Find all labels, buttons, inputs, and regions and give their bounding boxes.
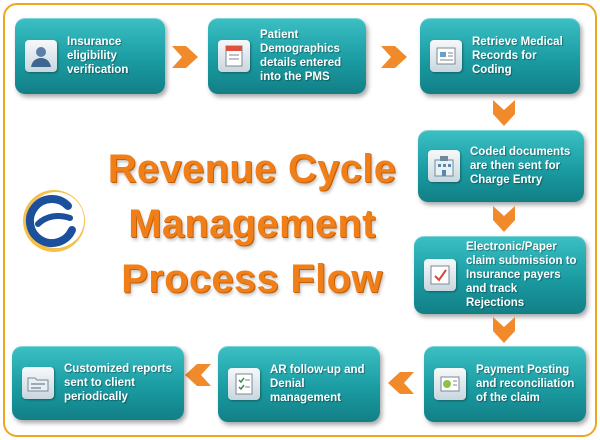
arrow-right-icon	[172, 46, 198, 68]
checklist-icon	[228, 368, 260, 400]
arrow-down-icon	[493, 317, 515, 343]
step-retrieve-records: Retrieve Medical Records for Coding	[420, 18, 580, 94]
user-icon	[25, 40, 57, 72]
title-line: Management	[128, 202, 376, 246]
document-icon	[424, 259, 456, 291]
step-label: Coded documents are then sent for Charge…	[470, 146, 571, 186]
records-icon	[430, 40, 462, 72]
arrow-left-icon	[185, 364, 211, 386]
step-label: Customized reports sent to client period…	[64, 363, 172, 403]
step-label: Electronic/Paper claim submission to Ins…	[466, 241, 577, 309]
arrow-left-icon	[388, 372, 414, 394]
step-payment-posting: Payment Posting and reconciliation of th…	[424, 346, 586, 422]
folder-icon	[22, 367, 54, 399]
arrow-down-icon	[493, 206, 515, 232]
step-label: Retrieve Medical Records for Coding	[472, 36, 563, 76]
step-ar-followup: AR follow-up and Denial management	[218, 346, 380, 422]
step-patient-demographics: Patient Demographics details entered int…	[208, 18, 366, 94]
arrow-down-icon	[493, 100, 515, 126]
form-icon	[218, 40, 250, 72]
step-claim-submission: Electronic/Paper claim submission to Ins…	[414, 236, 586, 314]
title-line: Process Flow	[121, 257, 383, 301]
step-label: Insurance eligibility verification	[67, 36, 129, 76]
step-coded-documents: Coded documents are then sent for Charge…	[418, 130, 584, 202]
payment-icon	[434, 368, 466, 400]
title-line: Revenue Cycle	[107, 147, 397, 191]
step-customized-reports: Customized reports sent to client period…	[12, 346, 184, 420]
step-label: Patient Demographics details entered int…	[260, 29, 342, 83]
step-label: Payment Posting and reconciliation of th…	[476, 364, 575, 404]
page-title: Revenue Cycle Management Process Flow	[102, 142, 402, 307]
building-icon	[428, 150, 460, 182]
step-label: AR follow-up and Denial management	[270, 364, 365, 404]
arrow-right-icon	[381, 46, 407, 68]
step-insurance-eligibility: Insurance eligibility verification	[15, 18, 165, 94]
company-logo	[23, 190, 85, 252]
